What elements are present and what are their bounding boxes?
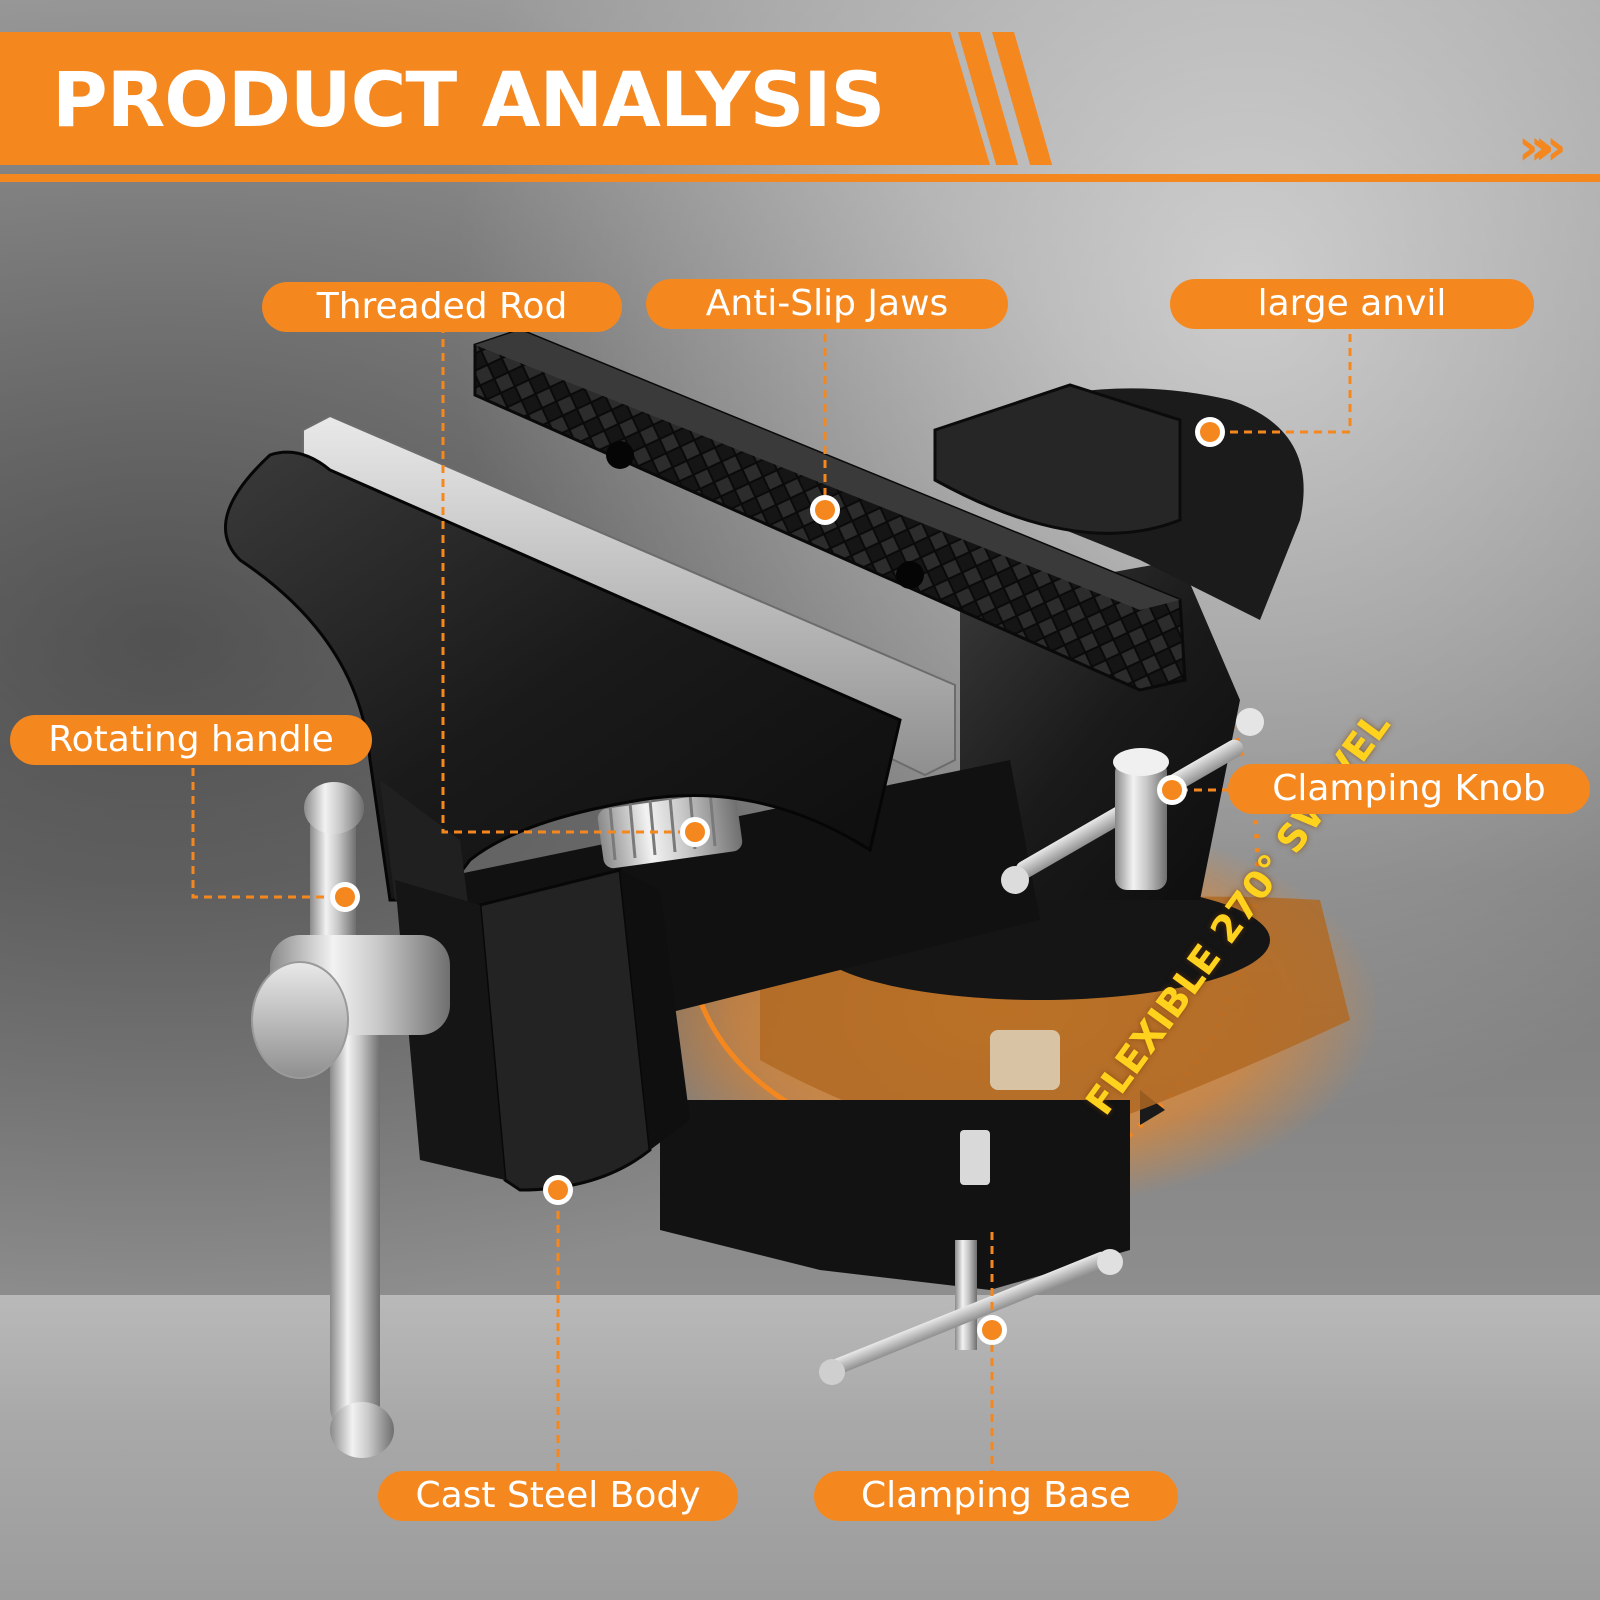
rotating-handle xyxy=(251,782,450,1458)
callout-rotating-handle: Rotating handle xyxy=(10,715,372,765)
swivel-base xyxy=(620,698,1380,1290)
callout-clamping-knob: Clamping Knob xyxy=(1228,764,1590,814)
pivot-bolt xyxy=(990,1030,1060,1090)
callout-dot-icon xyxy=(330,882,360,912)
cast-steel-body xyxy=(224,450,902,1192)
clamp-plate xyxy=(660,1100,1130,1290)
callout-anti-slip-jaws: Anti-Slip Jaws xyxy=(646,279,1008,329)
clamping-knob-handle xyxy=(1001,708,1264,894)
callout-dot-icon xyxy=(1157,775,1187,805)
callout-clamping-base: Clamping Base xyxy=(814,1471,1178,1521)
callout-dot-icon xyxy=(680,817,710,847)
callout-large-anvil: large anvil xyxy=(1170,279,1534,329)
callout-threaded-rod: Threaded Rod xyxy=(262,282,622,332)
page-title: PRODUCT ANALYSIS xyxy=(52,55,885,144)
callout-dot-icon xyxy=(543,1175,573,1205)
floor-surface xyxy=(0,1295,1600,1600)
header-banner xyxy=(0,32,990,165)
callout-leader-lines xyxy=(191,320,1352,1490)
callout-dot-icon xyxy=(810,495,840,525)
callout-cast-steel-body: Cast Steel Body xyxy=(378,1471,738,1521)
clamping-base-screw xyxy=(819,1130,1123,1385)
callout-dot-icon xyxy=(1195,417,1225,447)
callout-dots xyxy=(330,417,1225,1345)
callout-dot-icon xyxy=(977,1315,1007,1345)
header-underline xyxy=(0,174,1600,182)
